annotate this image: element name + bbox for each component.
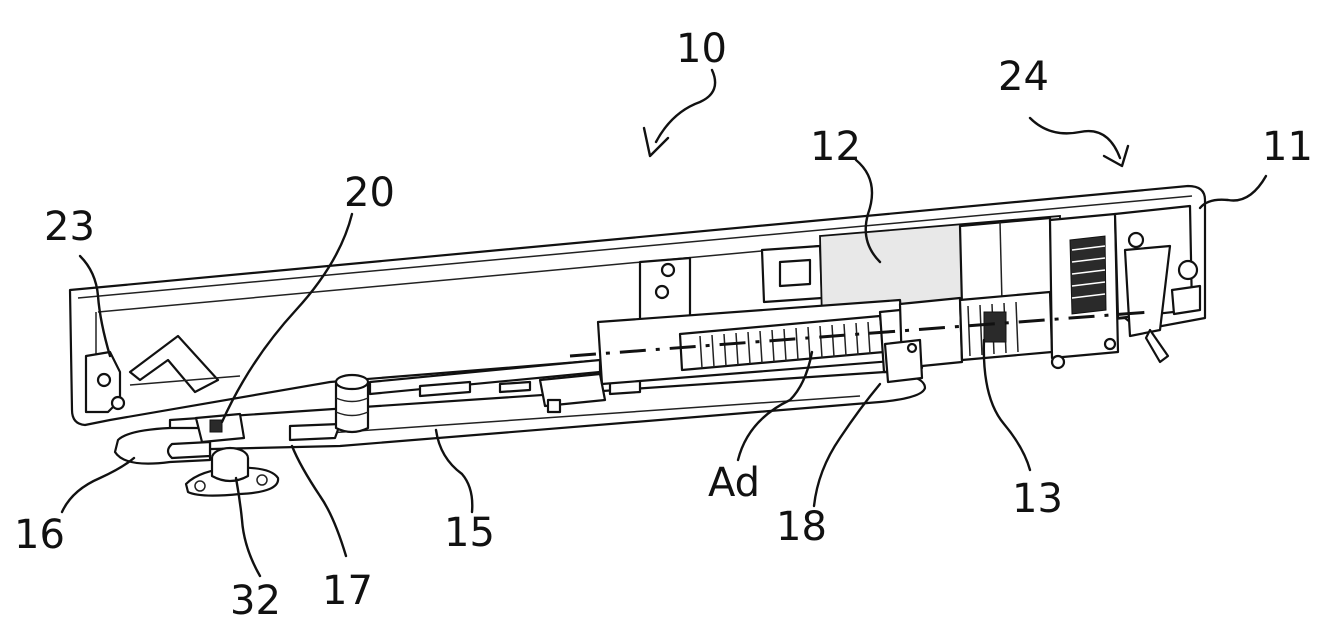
- arrow-10: [656, 70, 715, 142]
- label-13: 13: [1012, 476, 1063, 522]
- label-16: 16: [14, 512, 65, 558]
- label-12: 12: [810, 124, 861, 170]
- leader-15: [436, 430, 472, 512]
- label-23: 23: [44, 204, 95, 250]
- label-32: 32: [230, 578, 281, 624]
- leader-13: [984, 340, 1030, 470]
- leader-11: [1200, 176, 1266, 208]
- label-ad: Ad: [708, 460, 760, 506]
- label-17: 17: [322, 568, 373, 614]
- label-18: 18: [776, 504, 827, 550]
- rail-post: [336, 375, 368, 432]
- slider-20: [196, 414, 244, 442]
- label-24: 24: [998, 54, 1049, 100]
- label-20: 20: [344, 170, 395, 216]
- leader-16: [62, 458, 134, 512]
- arrow-24: [1030, 118, 1120, 158]
- leader-17: [292, 446, 346, 556]
- slide-block-16: [115, 428, 210, 464]
- label-10: 10: [676, 26, 727, 72]
- label-15: 15: [444, 510, 495, 556]
- right-mechanism-24: [1050, 206, 1200, 368]
- label-11: 11: [1262, 124, 1313, 170]
